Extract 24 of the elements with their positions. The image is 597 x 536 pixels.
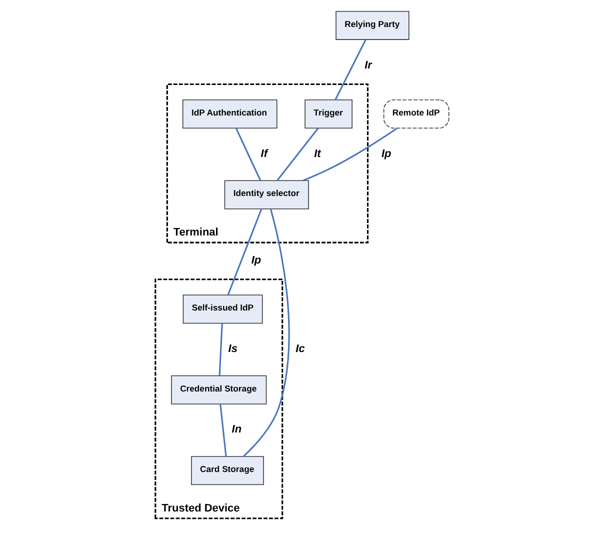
node-box: Card Storage — [190, 456, 264, 486]
connector — [234, 128, 261, 181]
edge-label: Ir — [364, 59, 372, 72]
node-box: Relying Party — [335, 10, 409, 40]
connector — [302, 128, 397, 182]
node-box: Credential Storage — [170, 375, 266, 404]
node-box: Remote IdP — [382, 100, 449, 129]
edge-label: In — [231, 424, 242, 436]
connector — [218, 323, 222, 376]
edge-label: Ip — [380, 148, 391, 160]
edge-label: It — [314, 148, 320, 160]
connector — [334, 40, 366, 100]
connector — [226, 208, 262, 296]
edge-label: Ip — [250, 254, 261, 266]
edge-label: Is — [228, 343, 237, 356]
edge-label: If — [260, 148, 267, 160]
node-box: Trigger — [304, 100, 352, 129]
node-box: Self-issued IdP — [182, 294, 262, 324]
node-box: Identity selector — [224, 180, 308, 210]
edge-label: Ic — [295, 343, 304, 356]
connector — [276, 128, 318, 181]
node-box: IdP Authentication — [182, 100, 277, 129]
connector — [219, 404, 226, 456]
connector — [242, 208, 290, 457]
